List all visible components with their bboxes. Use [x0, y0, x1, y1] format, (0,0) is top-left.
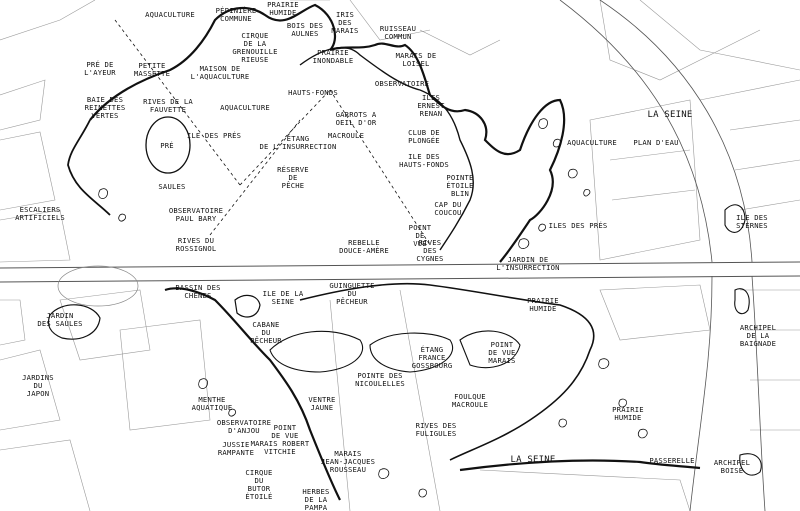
- north-park-outline: [89, 3, 566, 263]
- north-park-west-edge: [67, 119, 111, 216]
- right-islands: [724, 204, 762, 476]
- label-aquaculture-top: AQUACULTURE: [145, 10, 195, 19]
- ile-des-pres-island: [145, 116, 191, 174]
- bassin-chenes-pond: [234, 294, 261, 318]
- label-pre: PRÉ: [160, 141, 174, 150]
- label-aquaculture-right: AQUACULTURE: [567, 138, 617, 147]
- north-lake-shore: [299, 46, 474, 251]
- label-hauts-fonds: HAUTS-FONDS: [288, 88, 338, 97]
- jardin-saules-pond: [47, 304, 101, 340]
- seine-river: [559, 0, 766, 511]
- label-la-seine-top: LA SEINE: [648, 110, 693, 120]
- south-park-outline: [164, 287, 341, 501]
- roundabout: [57, 265, 139, 307]
- reserve-dashed-lines: [114, 19, 431, 246]
- label-macroule: MACROULE: [328, 131, 364, 140]
- seine-south-edge: [459, 459, 701, 472]
- south-lake-shore: [299, 282, 595, 461]
- label-saules: SAULES: [158, 182, 185, 191]
- label-passerelle: PASSERELLE: [649, 456, 694, 465]
- label-plan-eau: PLAN D'EAU: [633, 138, 678, 147]
- label-observatoire-top: OBSERVATOIRE: [375, 79, 429, 88]
- label-ile-pres: ILE DES PRÉS: [187, 131, 241, 140]
- road-bridge: [0, 261, 800, 283]
- label-iles-pres-right: ILES DES PRÉS: [549, 221, 608, 230]
- vegetation-blobs: [98, 118, 648, 498]
- south-islands: [269, 330, 521, 373]
- label-la-seine-bottom: LA SEINE: [511, 455, 556, 465]
- label-aquaculture-mid: AQUACULTURE: [220, 103, 270, 112]
